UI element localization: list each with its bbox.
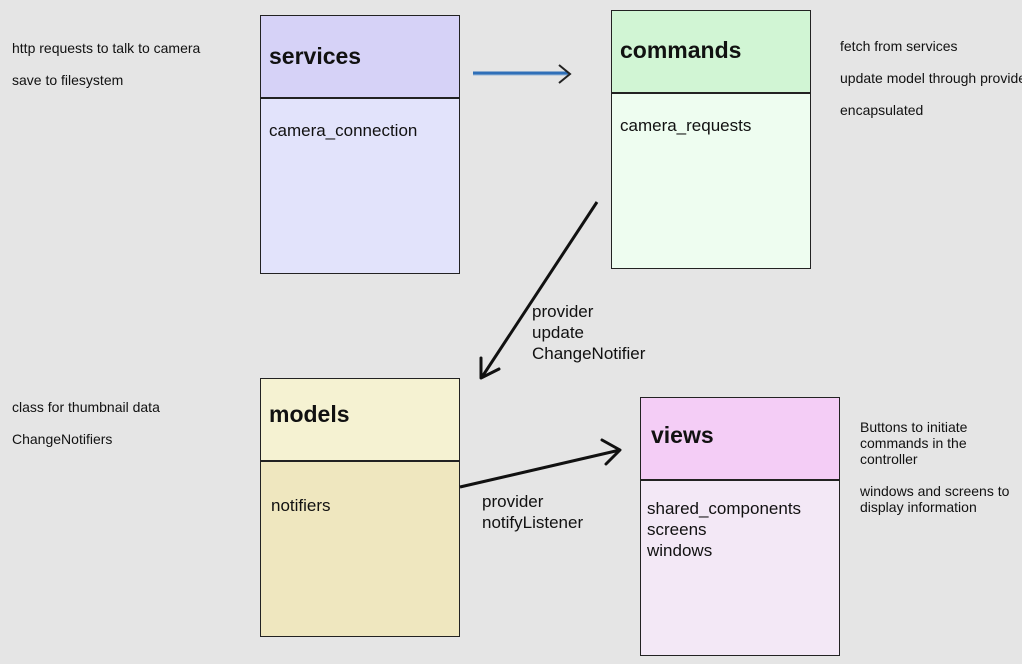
models-item: notifiers <box>271 496 331 515</box>
models-note-2: ChangeNotifiers <box>12 431 113 447</box>
models-box-header: models <box>261 379 459 462</box>
services-box: services camera_connection <box>260 15 460 274</box>
views-items: shared_components screens windows <box>647 498 801 561</box>
models-box: models notifiers <box>260 378 460 637</box>
arrow-label-line-2: update <box>532 323 584 342</box>
arrow-label-line-1: provider <box>482 492 544 511</box>
views-item-2: screens <box>647 520 707 539</box>
views-item-1: shared_components <box>647 499 802 518</box>
views-note-2: windows and screens to display informati… <box>860 483 1010 515</box>
services-to-commands-arrow <box>473 64 572 84</box>
models-box-title: models <box>269 401 350 427</box>
commands-to-models-arrow <box>479 201 599 380</box>
services-note-2: save to filesystem <box>12 72 124 88</box>
arrow-label-line-1: provider <box>532 302 594 321</box>
models-note-1: class for thumbnail data <box>12 399 160 415</box>
views-item-3: windows <box>647 541 713 560</box>
views-note-1: Buttons to initiate commands in the cont… <box>860 419 968 467</box>
views-box-title: views <box>651 422 714 448</box>
commands-note-3: encapsulated <box>840 102 924 118</box>
arrow-label-models-views: provider notifyListener <box>482 491 583 533</box>
views-box: views shared_components screens windows <box>640 397 840 656</box>
services-note-1: http requests to talk to camera <box>12 40 201 56</box>
commands-box: commands camera_requests <box>611 10 811 269</box>
arrow-label-line-3: ChangeNotifier <box>532 344 646 363</box>
services-box-header: services <box>261 16 459 99</box>
arrow-label-line-2: notifyListener <box>482 513 584 532</box>
services-item: camera_connection <box>269 121 418 140</box>
services-box-title: services <box>269 43 362 69</box>
commands-item: camera_requests <box>620 116 752 135</box>
arrow-label-commands-models: provider update ChangeNotifier <box>532 301 645 364</box>
views-box-header: views <box>641 398 839 481</box>
commands-note-1: fetch from services <box>840 38 958 54</box>
commands-box-header: commands <box>612 11 810 94</box>
commands-note-2: update model through provider <box>840 70 1022 86</box>
models-to-views-arrow <box>459 438 622 489</box>
commands-box-title: commands <box>620 37 742 63</box>
